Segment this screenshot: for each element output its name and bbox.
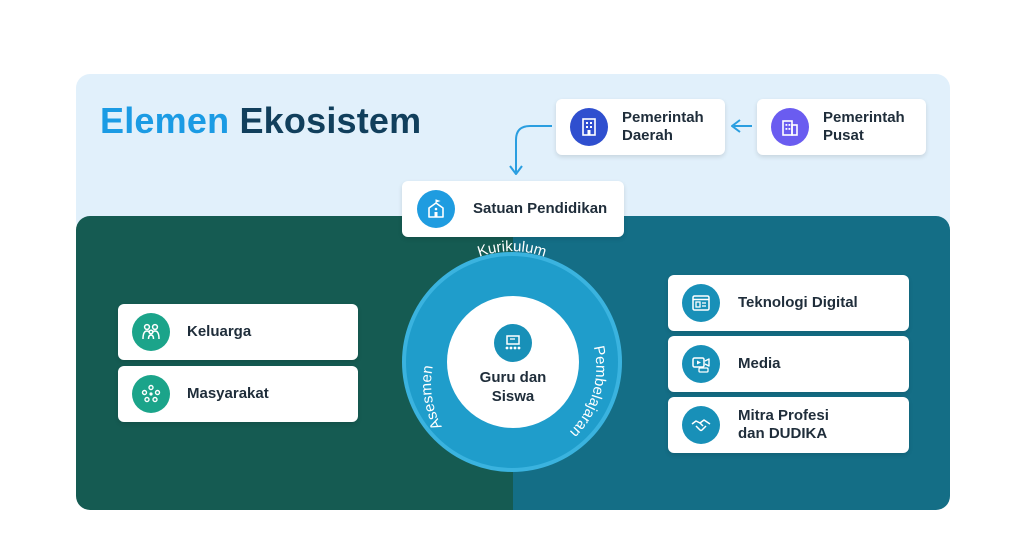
- arrow-central-to-regional-head: [731, 119, 741, 133]
- list-item-digital-technology: Teknologi Digital: [668, 275, 909, 331]
- central-line-1: Pemerintah: [823, 109, 905, 126]
- family-label: Keluarga: [187, 323, 252, 340]
- digital-tech-icon: [682, 284, 720, 322]
- title-part-1: Elemen: [100, 100, 230, 141]
- page-title: Elemen Ekosistem: [100, 100, 421, 142]
- regional-government-card: Pemerintah Daerah: [556, 99, 725, 155]
- handshake-icon: [682, 406, 720, 444]
- building-icon: [570, 108, 608, 146]
- digital-technology-label: Teknologi Digital: [738, 294, 858, 311]
- partners-line-1: Mitra Profesi: [738, 407, 829, 424]
- regional-line-2: Daerah: [622, 127, 673, 144]
- classroom-icon: [494, 324, 532, 362]
- list-item-community: Masyarakat: [118, 366, 358, 422]
- school-card: Satuan Pendidikan: [402, 181, 624, 237]
- family-icon: [132, 313, 170, 351]
- building-icon: [771, 108, 809, 146]
- partners-line-2: dan DUDIKA: [738, 425, 828, 442]
- title-part-2: Ekosistem: [239, 100, 422, 141]
- regional-government-label: Pemerintah Daerah: [622, 109, 704, 145]
- list-item-partners: Mitra Profesi dan DUDIKA: [668, 397, 909, 453]
- arrow-regional-to-school-head: [509, 165, 523, 175]
- list-item-family: Keluarga: [118, 304, 358, 360]
- central-government-label: Pemerintah Pusat: [823, 109, 905, 145]
- center-label: Guru dan Siswa: [447, 368, 579, 406]
- school-icon: [417, 190, 455, 228]
- ring-label-assessment: Asesmen: [418, 364, 446, 432]
- center-circle: [447, 296, 579, 428]
- community-label: Masyarakat: [187, 385, 269, 402]
- center-line-2: Siswa: [491, 388, 535, 405]
- media-icon: [682, 345, 720, 383]
- central-line-2: Pusat: [823, 127, 864, 144]
- ring-label-curriculum: Kurikulum: [475, 238, 548, 261]
- arrow-regional-to-school: [515, 125, 552, 172]
- media-label: Media: [738, 355, 781, 372]
- center-line-1: Guru dan: [479, 369, 547, 386]
- community-icon: [132, 375, 170, 413]
- school-label: Satuan Pendidikan: [473, 200, 608, 217]
- regional-line-1: Pemerintah: [622, 109, 704, 126]
- list-item-media: Media: [668, 336, 909, 392]
- central-government-card: Pemerintah Pusat: [757, 99, 926, 155]
- partners-label: Mitra Profesi dan DUDIKA: [738, 407, 829, 443]
